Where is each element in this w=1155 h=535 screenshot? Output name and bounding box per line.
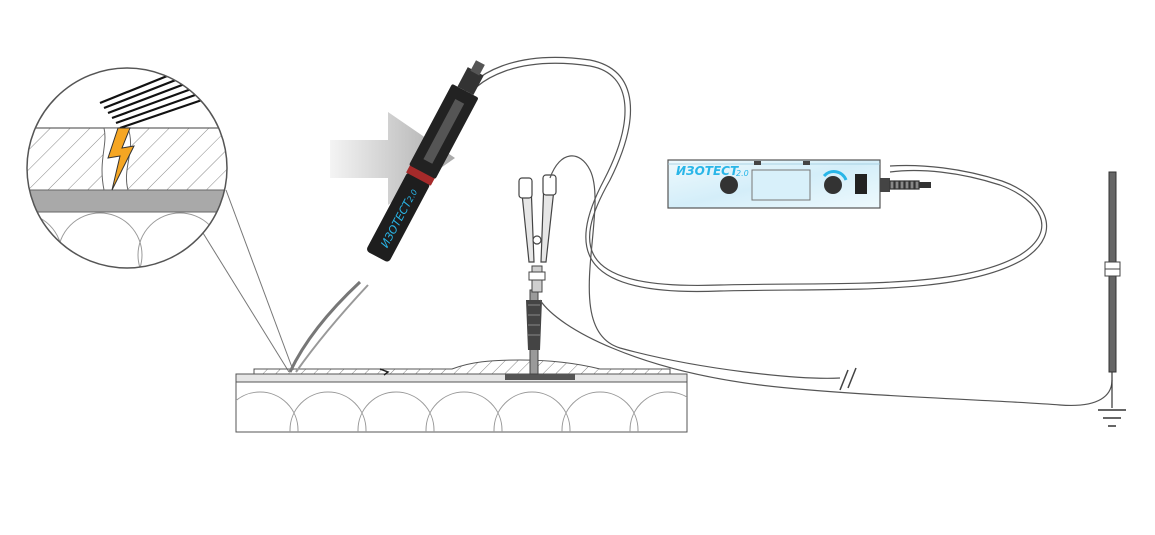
metal-layer-zoom [27, 189, 227, 213]
indicator-led-right [803, 161, 810, 165]
grounding-clamp-post [518, 174, 557, 375]
pipe-coating [253, 359, 671, 375]
ground-symbol-icon [1098, 409, 1126, 427]
voltage-arc-icon [822, 170, 848, 181]
magnified-cross-section [26, 67, 294, 373]
power-knob[interactable] [720, 176, 738, 194]
indicator-led-left [754, 161, 761, 165]
device-version-label: 2.0 [736, 169, 749, 178]
izotest-device: ИЗОТЕСТ 2.0 [667, 159, 931, 209]
crocodile-clip [518, 174, 557, 263]
device-display [751, 169, 811, 201]
cables [288, 56, 1113, 407]
power-switch[interactable] [855, 174, 867, 194]
device-brand-label: ИЗОТЕСТ [676, 164, 739, 178]
voltage-knob[interactable] [824, 176, 842, 194]
coated-pipe [235, 359, 688, 433]
ground-rod [1098, 171, 1126, 427]
lightning-bolt-icon [107, 127, 135, 191]
direction-arrow [330, 112, 455, 205]
